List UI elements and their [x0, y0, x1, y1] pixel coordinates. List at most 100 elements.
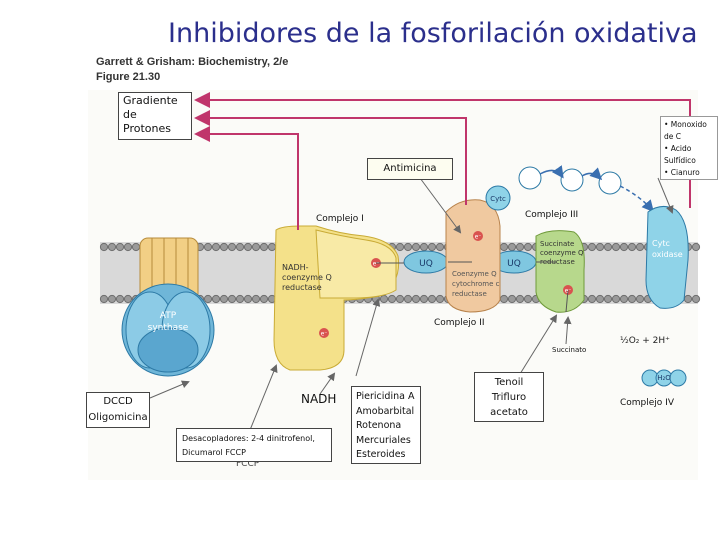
- lipid-head: [515, 294, 525, 304]
- lipid-head: [395, 242, 405, 252]
- lipid-head: [411, 242, 421, 252]
- lipid-head: [235, 294, 245, 304]
- inh4-line-4: Sulfídico: [664, 156, 696, 165]
- complex2-label-2: coenzyme Q: [540, 249, 584, 257]
- lipid-head: [635, 242, 645, 252]
- lipid-head: [603, 294, 613, 304]
- lipid-head: [403, 242, 413, 252]
- lipid-head: [595, 242, 605, 252]
- citation-line-1: Garrett & Grisham: Biochemistry, 2/e: [96, 56, 289, 68]
- complex4-inhibitors-box: • Monoxido de C • Acido Sulfídico • Cian…: [660, 116, 718, 180]
- inh4-line-5: • Cianuro: [664, 168, 700, 177]
- tenoil-box: Tenoil Trifluro acetato: [474, 372, 544, 422]
- nadh-label: NADH: [301, 392, 337, 406]
- lipid-head: [243, 294, 253, 304]
- lipid-head: [419, 294, 429, 304]
- lipid-head: [499, 294, 509, 304]
- uq-label-1: UQ: [419, 259, 433, 269]
- electron-marker: e⁻: [475, 234, 482, 241]
- electron-marker: e⁻: [321, 331, 328, 338]
- lipid-head: [259, 242, 269, 252]
- complejo-1-label: Complejo I: [316, 214, 364, 224]
- lipid-head: [611, 242, 621, 252]
- complex3-label-1: Coenzyme Q: [452, 270, 497, 278]
- lipid-head: [227, 242, 237, 252]
- page-title: Inhibidores de la fosforilación oxidativ…: [168, 18, 698, 49]
- antimicina-box: Antimicina: [367, 158, 453, 180]
- lipid-head: [219, 294, 229, 304]
- lipid-head: [387, 294, 397, 304]
- inh4-line-3: • Acido: [664, 144, 692, 153]
- tenoil-line-1: Tenoil: [494, 377, 524, 388]
- lipid-head: [595, 294, 605, 304]
- inh4-line-1: • Monoxido: [664, 120, 707, 129]
- electron-paths: [376, 261, 569, 313]
- desacopladores-box: Desacopladores: 2-4 dinitrofenol, Dicuma…: [176, 428, 332, 462]
- cytochrome-c: Cytc: [485, 165, 654, 213]
- lipid-head: [691, 294, 701, 304]
- lipid-head: [627, 242, 637, 252]
- lipid-head: [115, 294, 125, 304]
- lipid-head: [219, 242, 229, 252]
- complex1-label-2: coenzyme Q: [282, 273, 332, 282]
- lipid-head: [99, 294, 109, 304]
- dccd-line-2: Oligomicina: [88, 412, 148, 423]
- pier-line-3: Rotenona: [356, 420, 402, 431]
- lipid-head: [403, 294, 413, 304]
- succinato-label: Succinato: [552, 346, 587, 354]
- complex2-label-1: Succinate: [540, 240, 574, 248]
- tenoil-line-2: Trifluro: [491, 392, 527, 403]
- lipid-head: [107, 242, 117, 252]
- lipid-head: [251, 242, 261, 252]
- lipid-head: [603, 242, 613, 252]
- gradiente-line-1: Gradiente: [123, 94, 178, 107]
- inh4-line-2: de C: [664, 132, 681, 141]
- lipid-head: [243, 242, 253, 252]
- water-molecule: H₂O: [641, 369, 687, 387]
- lipid-head: [635, 294, 645, 304]
- lipid-head: [123, 294, 133, 304]
- antimicina-label: Antimicina: [383, 163, 437, 174]
- complex3-label-2: cytochrome c: [452, 280, 500, 288]
- pier-line-5: Esteroides: [356, 449, 406, 460]
- complex1-label-3: reductase: [282, 283, 322, 292]
- lipid-head: [259, 294, 269, 304]
- lipid-head: [115, 242, 125, 252]
- lipid-head: [627, 294, 637, 304]
- complex1-label-1: NADH-: [282, 263, 309, 272]
- atp-synthase: ATP synthase: [121, 237, 215, 377]
- desacopladores-line-2: Dicumarol FCCP: [182, 448, 246, 457]
- pier-line-4: Mercuriales: [356, 434, 411, 446]
- lipid-head: [427, 242, 437, 252]
- lipid-head: [619, 294, 629, 304]
- complex-3: Coenzyme Q cytochrome c reductase: [445, 199, 501, 313]
- lipid-head: [587, 294, 597, 304]
- lipid-head: [411, 294, 421, 304]
- tenoil-line-3: acetato: [490, 407, 528, 418]
- lipid-head: [611, 294, 621, 304]
- lipid-head: [507, 294, 517, 304]
- lipid-head: [515, 242, 525, 252]
- lipid-head: [251, 294, 261, 304]
- dccd-box: DCCD Oligomicina: [86, 392, 150, 428]
- cytc-label: Cytc: [490, 195, 506, 203]
- lipid-head: [619, 242, 629, 252]
- lipid-head: [267, 242, 277, 252]
- ubiquinone: UQ UQ: [403, 250, 537, 274]
- uq-label-2: UQ: [507, 259, 521, 269]
- lipid-head: [523, 294, 533, 304]
- lipid-head: [419, 242, 429, 252]
- complex-1: NADH- coenzyme Q reductase: [273, 225, 400, 371]
- fccp-label: FCCP: [236, 459, 260, 469]
- dccd-line-1: DCCD: [103, 396, 133, 407]
- water-label: H₂O: [657, 374, 671, 382]
- oxygen-label: ½O₂ + 2H⁺: [620, 336, 670, 346]
- piericidina-box: Piericidina A Amobarbital Rotenona Mercu…: [351, 386, 421, 464]
- lipid-head: [587, 242, 597, 252]
- lipid-head: [435, 242, 445, 252]
- lipid-head: [523, 242, 533, 252]
- atp-synthase-label-2: synthase: [148, 323, 189, 333]
- lipid-head: [683, 294, 693, 304]
- lipid-head: [227, 294, 237, 304]
